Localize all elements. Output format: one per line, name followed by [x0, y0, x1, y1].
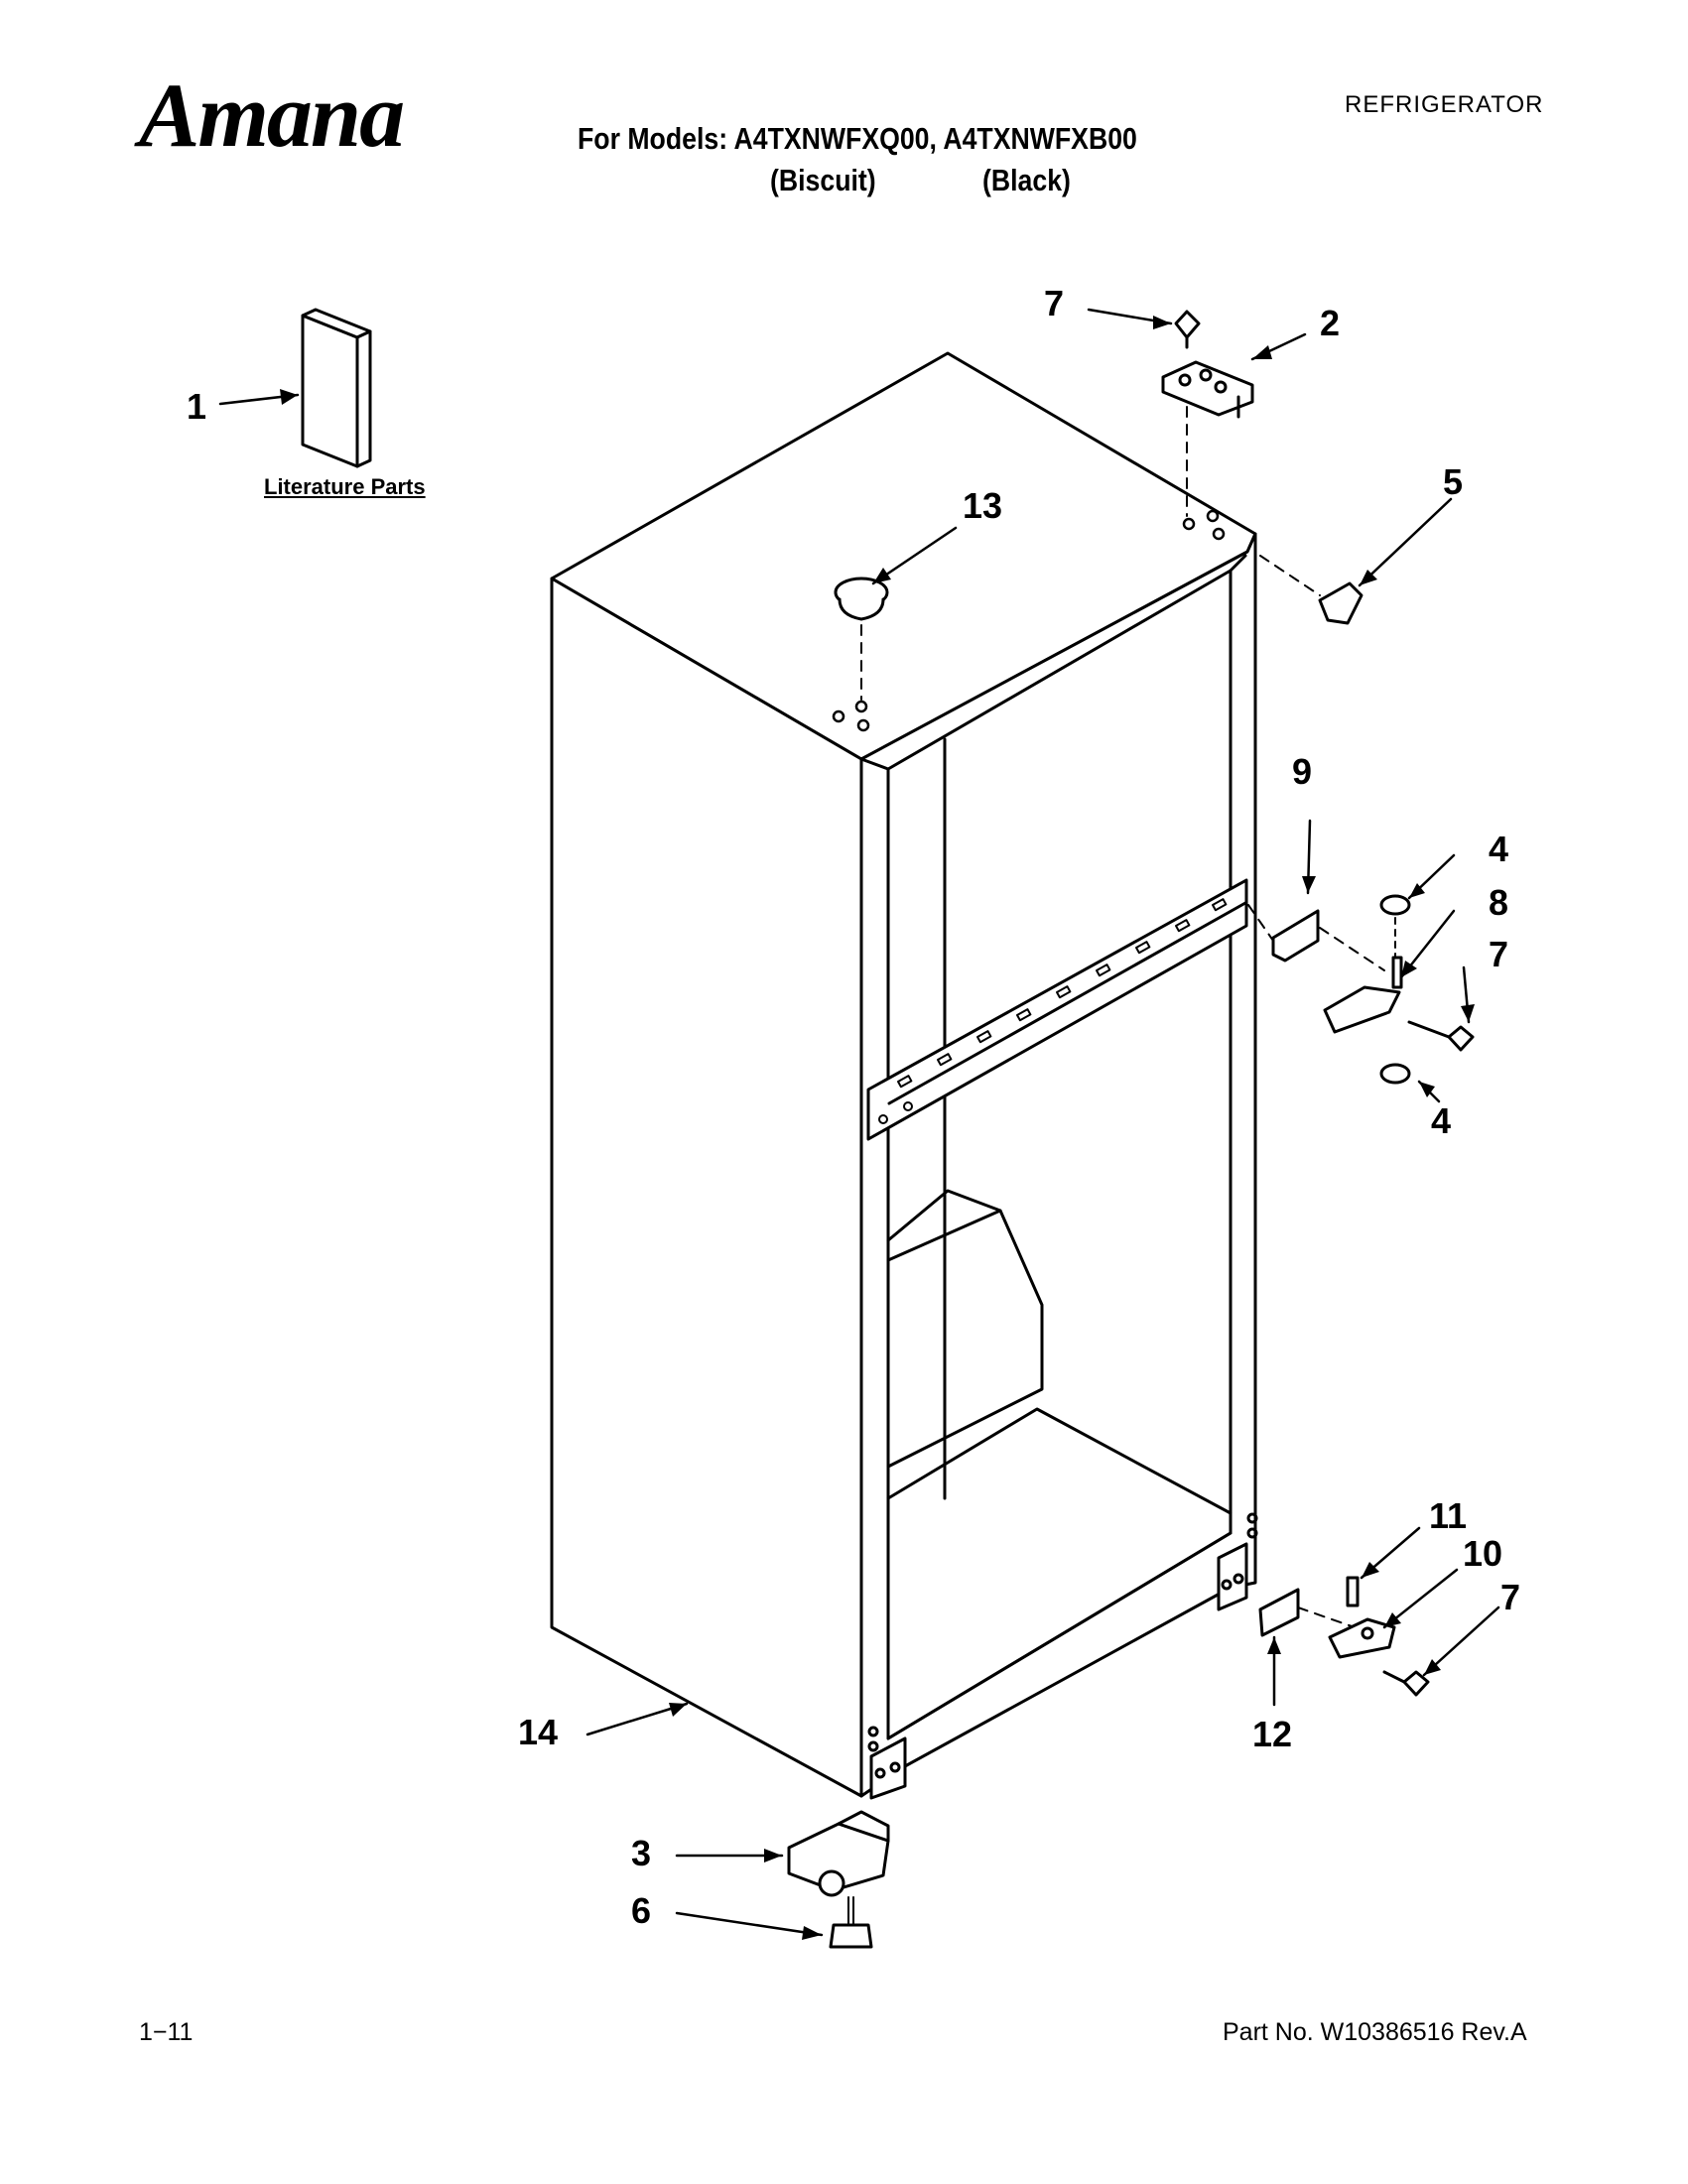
callout-13: 13 — [963, 485, 1003, 526]
plug-button-illustration — [834, 577, 889, 701]
top-hinge-illustration — [1161, 310, 1254, 517]
callout-12: 12 — [1252, 1714, 1293, 1754]
callout-4-lower: 4 — [1431, 1100, 1452, 1141]
model-variant-black: (Black) — [982, 163, 1071, 197]
callout-1: 1 — [187, 386, 207, 427]
callout-7-bottom: 7 — [1500, 1577, 1521, 1617]
page-number: 1−11 — [139, 2018, 194, 2046]
literature-parts-caption: Literature Parts — [264, 474, 426, 499]
part-number: Part No. W10386516 Rev.A — [1223, 2018, 1527, 2046]
literature-booklet-illustration — [301, 308, 372, 468]
callout-14: 14 — [518, 1712, 559, 1752]
callout-9: 9 — [1292, 751, 1313, 792]
models-label: For Models: A4TXNWFXQ00, A4TXNWFXB00 — [578, 121, 1137, 156]
callout-10: 10 — [1463, 1533, 1503, 1574]
callout-7-middle: 7 — [1489, 934, 1509, 974]
callout-6: 6 — [631, 1890, 652, 1931]
document-category: REFRIGERATOR — [1345, 91, 1544, 118]
callout-4-upper: 4 — [1489, 829, 1509, 869]
center-hinge-illustration — [1247, 894, 1475, 1085]
callout-3: 3 — [631, 1833, 652, 1873]
callout-5: 5 — [1443, 461, 1464, 502]
bottom-hinge-illustration — [1258, 1576, 1430, 1697]
callout-11: 11 — [1429, 1495, 1468, 1536]
callout-2: 2 — [1320, 303, 1341, 343]
callout-7-top: 7 — [1044, 283, 1065, 323]
leader-arrowheads — [280, 316, 1475, 1940]
hinge-cover-illustration — [1259, 555, 1363, 625]
model-variant-biscuit: (Biscuit) — [770, 163, 876, 197]
cabinet-shell — [550, 351, 1258, 1800]
amana-logo: Amana — [139, 64, 405, 166]
callout-8: 8 — [1489, 882, 1509, 923]
roller-assembly-illustration — [787, 1810, 890, 1949]
